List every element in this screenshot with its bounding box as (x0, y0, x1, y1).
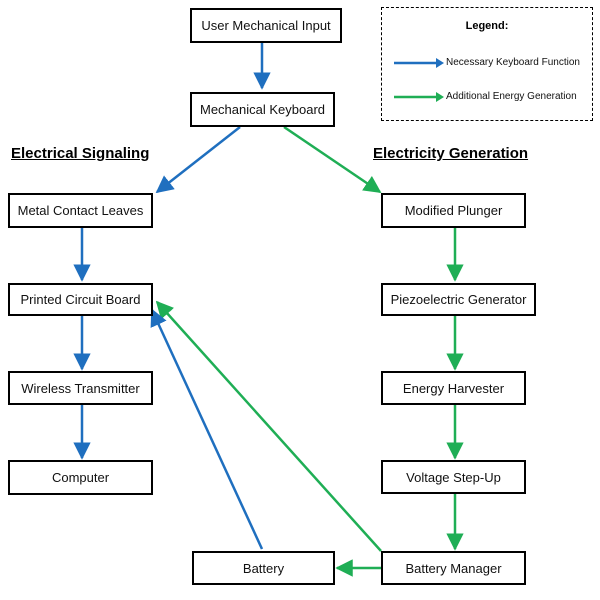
legend-item-blue: Necessary Keyboard Function (392, 54, 592, 74)
heading-electrical-signaling: Electrical Signaling (11, 145, 150, 162)
legend-label-blue: Necessary Keyboard Function (446, 57, 580, 68)
blue-arrow-icon (394, 58, 444, 68)
node-piezoelectric-generator: Piezoelectric Generator (381, 283, 536, 316)
node-energy-harvester: Energy Harvester (381, 371, 526, 405)
node-printed-circuit-board: Printed Circuit Board (8, 283, 153, 316)
legend-title: Legend: (465, 20, 509, 32)
node-battery: Battery (192, 551, 335, 585)
node-modified-plunger: Modified Plunger (381, 193, 526, 228)
node-user-mechanical-input: User Mechanical Input (190, 8, 342, 43)
edge-keyboard-to-plunger (283, 125, 382, 194)
legend-item-green: Additional Energy Generation (392, 88, 592, 108)
node-battery-manager: Battery Manager (381, 551, 526, 585)
heading-electricity-generation: Electricity Generation (373, 145, 529, 162)
green-arrow-icon (394, 92, 444, 102)
node-computer: Computer (8, 460, 153, 495)
edge-battery-to-pcb (150, 308, 264, 550)
node-mechanical-keyboard: Mechanical Keyboard (190, 92, 335, 127)
legend: Legend: Necessary Keyboard Function Addi… (381, 7, 593, 121)
edge-keyboard-to-contact-leaves (155, 126, 241, 194)
edge-battery-manager-to-pcb (155, 300, 382, 552)
node-voltage-step-up: Voltage Step-Up (381, 460, 526, 494)
node-metal-contact-leaves: Metal Contact Leaves (8, 193, 153, 228)
node-wireless-transmitter: Wireless Transmitter (8, 371, 153, 405)
legend-label-green: Additional Energy Generation (446, 91, 577, 102)
